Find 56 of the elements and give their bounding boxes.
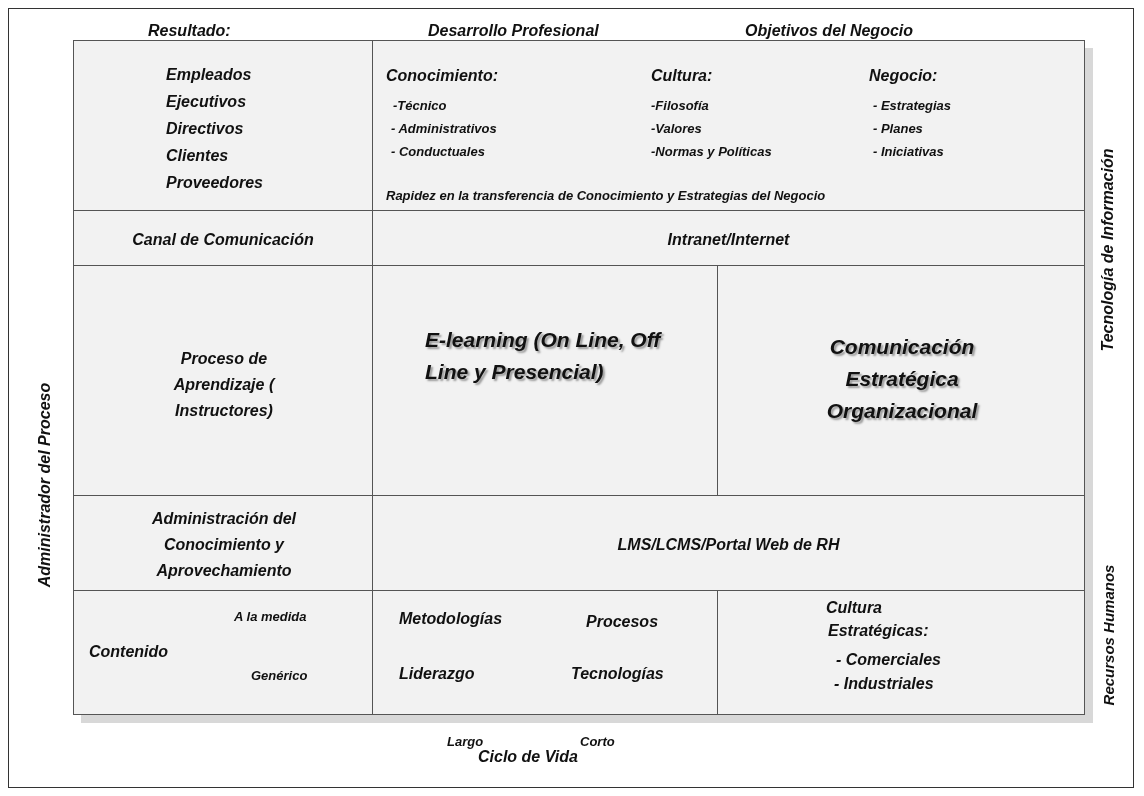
cell-text: Liderazgo: [399, 665, 475, 683]
cell-text: Tecnologías: [571, 665, 664, 683]
cell-text: Clientes: [166, 147, 229, 165]
cell-text: Proceso de Aprendizaje ( Instructores): [172, 349, 277, 421]
cell-text: Ejecutivos: [166, 93, 247, 111]
table-cell: [73, 210, 373, 266]
cell-text: Genérico: [251, 668, 308, 683]
cell-text: Administración del Conocimiento y Aprovechamiento: [151, 509, 298, 581]
table-cell: [717, 265, 1085, 496]
cell-text: - Planes: [873, 121, 923, 136]
table-cell: [73, 265, 373, 496]
heading-label: Ciclo de Vida: [478, 748, 578, 766]
table-cell: [73, 40, 373, 211]
cell-text: Empleados: [166, 66, 252, 84]
table-cell: [372, 265, 718, 496]
table-cell: [73, 590, 373, 715]
cell-text: - Administrativos: [391, 121, 497, 136]
cell-text: - Iniciativas: [873, 144, 944, 159]
cell-text: Negocio:: [869, 67, 938, 85]
heading-label: Desarrollo Profesional: [428, 22, 599, 40]
table-cell: [717, 590, 1085, 715]
table-cell: [73, 495, 373, 591]
heading-label: Corto: [580, 734, 615, 749]
cell-text: Conocimiento:: [386, 67, 498, 85]
cell-text: Contenido: [89, 643, 169, 661]
cell-text: - Comerciales: [836, 651, 941, 669]
cell-text: Estratégicas:: [828, 622, 929, 640]
table-cell: [372, 590, 718, 715]
cell-text: Metodologías: [399, 610, 503, 628]
axis-label: Recursos Humanos: [1099, 564, 1117, 706]
axis-label: Administrador del Proceso: [36, 382, 54, 588]
axis-label: Tecnología de Información: [1099, 148, 1117, 352]
cell-text: - Industriales: [834, 675, 934, 693]
cell-text: Cultura: [826, 599, 882, 617]
cell-text: Cultura:: [651, 67, 713, 85]
cell-text: -Técnico: [393, 98, 447, 113]
cell-text: -Normas y Políticas: [651, 144, 772, 159]
table-cell: [372, 495, 1085, 591]
cell-text: E-learning (On Line, Off Line y Presencial): [425, 327, 663, 385]
heading-label: Largo: [447, 734, 484, 749]
cell-text: -Valores: [651, 121, 702, 136]
cell-text: Canal de Comunicación: [131, 230, 315, 250]
cell-text: Comunicación Estratégica Organizacional: [825, 334, 979, 424]
table-cell: [372, 40, 1085, 211]
table-cell: [372, 210, 1085, 266]
cell-text: Rapidez en la transferencia de Conocimiento y Estrategias del Negocio: [386, 188, 826, 203]
cell-text: - Conductuales: [391, 144, 485, 159]
cell-text: -Filosofía: [651, 98, 709, 113]
cell-text: - Estrategias: [873, 98, 952, 113]
heading-label: Resultado:: [148, 22, 231, 40]
cell-text: Proveedores: [166, 174, 263, 192]
cell-text: A la medida: [234, 609, 307, 624]
cell-text: Intranet/Internet: [666, 230, 791, 250]
cell-text: LMS/LCMS/Portal Web de RH: [616, 535, 841, 555]
cell-text: Directivos: [166, 120, 244, 138]
cell-text: Procesos: [586, 613, 659, 631]
